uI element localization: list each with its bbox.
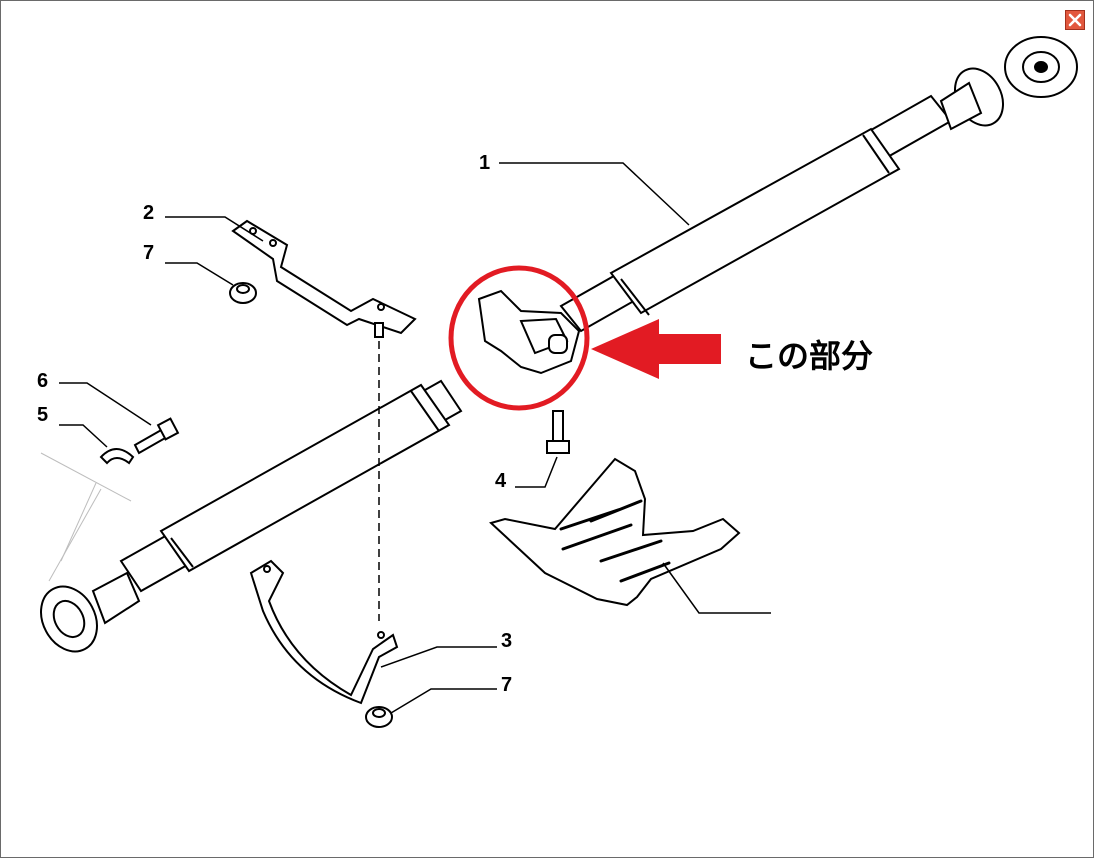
callout-3: 3: [501, 630, 512, 652]
heat-shield: [489, 457, 741, 607]
bolt-6: [133, 417, 180, 455]
bracket-upper: [231, 219, 417, 338]
callout-7-lower: 7: [501, 674, 512, 696]
callout-6: 6: [37, 370, 48, 392]
strap-3: [249, 559, 399, 705]
pointer-arrow-icon: [591, 319, 721, 379]
callout-2: 2: [143, 202, 154, 224]
clip-5: [99, 448, 135, 465]
callout-7-upper: 7: [143, 242, 154, 264]
leader-lines: [59, 162, 771, 714]
propeller-shaft: [40, 36, 1078, 653]
close-button[interactable]: [1065, 10, 1085, 30]
annotation-label: この部分: [745, 337, 874, 375]
close-icon: [1065, 10, 1085, 30]
bolt-4: [546, 410, 570, 454]
callout-1: 1: [479, 152, 490, 174]
nut-upper: [229, 282, 257, 304]
highlight-circle: [448, 265, 590, 411]
callout-5: 5: [37, 404, 48, 426]
callout-4: 4: [495, 470, 507, 492]
nut-lower: [365, 706, 393, 728]
reference-lines: [40, 452, 132, 582]
